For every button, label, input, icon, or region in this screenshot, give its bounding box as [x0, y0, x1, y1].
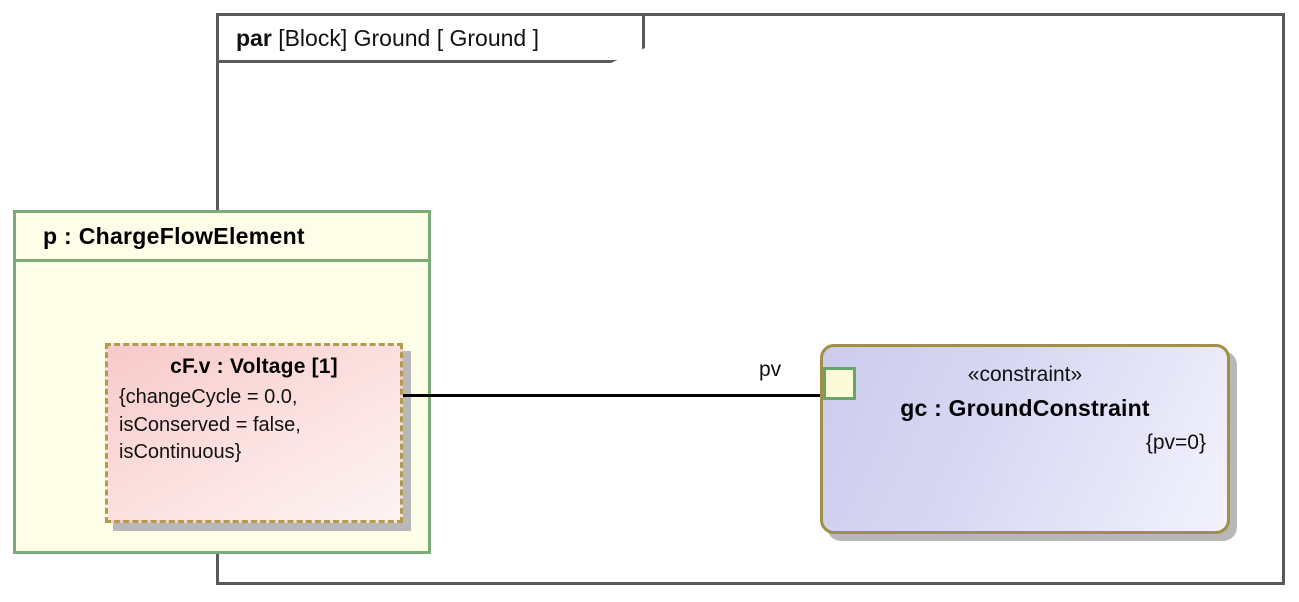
- binding-connector-end-label: pv: [759, 358, 782, 381]
- diagram-frame-name: [ Ground ]: [436, 24, 539, 51]
- binding-connector-line[interactable]: [403, 394, 825, 397]
- property-constraint-line-3: isContinuous}: [119, 441, 242, 464]
- property-block-constraints: {changeCycle = 0.0, isConserved = false,…: [108, 379, 400, 467]
- property-block-voltage[interactable]: cF.v : Voltage [1] {changeCycle = 0.0, i…: [105, 343, 403, 523]
- property-constraint-line-1: {changeCycle = 0.0,: [119, 386, 298, 408]
- constraint-block-title: gc : GroundConstraint: [900, 395, 1150, 421]
- constraint-stereotype-label: «constraint»: [967, 363, 1083, 386]
- frame-to-part-connector: [216, 60, 219, 212]
- constraint-block-ground-constraint[interactable]: «constraint» gc : GroundConstraint {pv=0…: [820, 344, 1230, 534]
- diagram-frame-qualifier: [Block] Ground: [278, 24, 431, 51]
- property-constraint-line-2: isConserved = false,: [119, 413, 301, 436]
- part-block-title: p : ChargeFlowElement: [16, 213, 428, 262]
- diagram-frame-header-label: par [Block] Ground [ Ground ]: [236, 24, 539, 51]
- constraint-parameter-port-pv[interactable]: [823, 367, 856, 400]
- property-block-title: cF.v : Voltage [1]: [170, 355, 338, 378]
- diagram-frame-header-tab[interactable]: par [Block] Ground [ Ground ]: [216, 13, 645, 63]
- diagram-frame-keyword: par: [236, 24, 272, 51]
- constraint-expression: {pv=0}: [1145, 431, 1206, 454]
